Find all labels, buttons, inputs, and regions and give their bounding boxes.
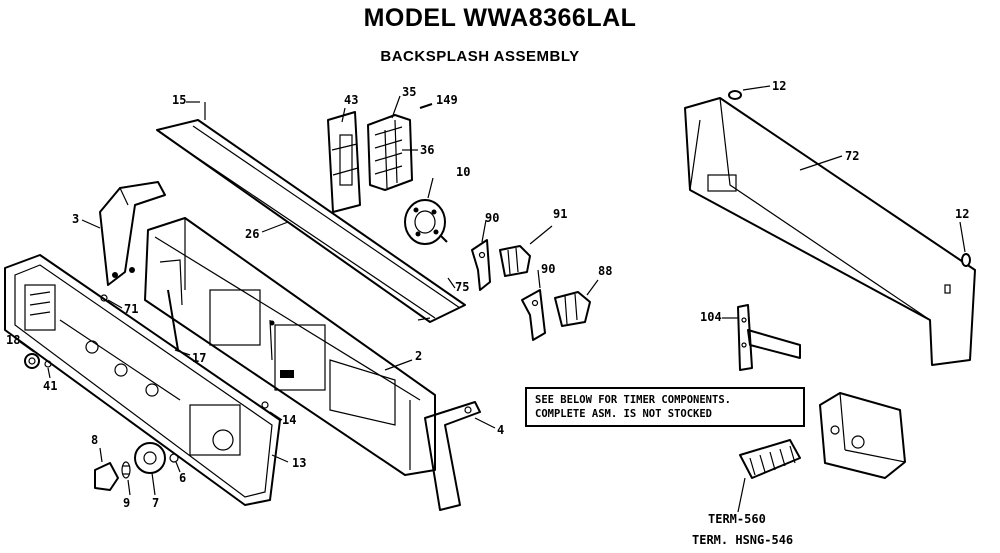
part-screw-149	[419, 103, 433, 109]
callout-9: 9	[123, 496, 131, 510]
callout-14: 14	[282, 413, 297, 427]
part-screw-71	[100, 294, 108, 302]
part-end-cap-3	[99, 181, 166, 286]
part-bracket-90-lower	[521, 289, 546, 341]
part-timer-assembly	[819, 392, 906, 479]
part-bracket-104	[737, 304, 801, 371]
part-clip-6	[169, 453, 179, 463]
part-spring-41	[44, 360, 52, 368]
callout-8: 8	[91, 433, 99, 447]
callout-17: 17	[192, 351, 207, 365]
part-control-housing-2	[144, 217, 436, 476]
callout-13: 13	[292, 456, 307, 470]
callout-72: 72	[845, 149, 860, 163]
callout-43: 43	[344, 93, 359, 107]
callout-7: 7	[152, 496, 160, 510]
callout-88: 88	[598, 264, 613, 278]
callout-104: 104	[700, 310, 722, 324]
part-dial-7	[134, 442, 166, 474]
label-term-housing: TERM. HSNG-546	[692, 533, 794, 547]
part-end-cap-4	[424, 401, 481, 511]
part-knob-8	[94, 462, 119, 491]
leader-lines	[19, 85, 966, 513]
part-switch-block-36	[367, 114, 413, 191]
part-button-18	[24, 353, 40, 369]
callout-12-top: 12	[772, 79, 787, 93]
callout-35: 35	[402, 85, 417, 99]
part-screw-14	[261, 401, 269, 409]
callout-91: 91	[553, 207, 568, 221]
part-bracket-43	[327, 111, 361, 213]
assembly-subtitle: BACKSPLASH ASSEMBLY	[380, 48, 580, 65]
part-terminal-housing	[739, 439, 801, 479]
callout-149: 149	[436, 93, 458, 107]
callout-6: 6	[179, 471, 187, 485]
part-switch-91	[499, 245, 531, 277]
callout-3: 3	[72, 212, 80, 226]
callout-90-upper: 90	[485, 211, 500, 225]
part-spring-9	[121, 461, 131, 479]
callout-12-right: 12	[955, 207, 970, 221]
callout-10: 10	[456, 165, 471, 179]
callout-26: 26	[245, 227, 260, 241]
callout-4: 4	[497, 423, 505, 437]
note-line-1: SEE BELOW FOR TIMER COMPONENTS.	[535, 394, 731, 406]
note-line-2: COMPLETE ASM. IS NOT STOCKED	[535, 408, 713, 420]
callout-36: 36	[420, 143, 435, 157]
callout-18: 18	[6, 333, 21, 347]
callout-75: 75	[455, 280, 470, 294]
part-control-panel-13	[4, 254, 281, 506]
callout-15: 15	[172, 93, 187, 107]
callout-71: 71	[124, 302, 139, 316]
timer-components-note: SEE BELOW FOR TIMER COMPONENTS. COMPLETE…	[525, 387, 805, 427]
callout-41: 41	[43, 379, 58, 393]
label-term-560: TERM-560	[708, 512, 766, 526]
part-switch-88	[554, 291, 591, 327]
part-rear-cover-72	[684, 90, 976, 366]
part-bracket-90-upper	[471, 239, 491, 291]
callout-2: 2	[415, 349, 423, 363]
part-top-trim-strip	[156, 102, 466, 323]
model-title: MODEL WWA8366LAL	[363, 4, 637, 32]
part-rotary-switch-10	[404, 199, 448, 245]
callout-90-lower: 90	[541, 262, 556, 276]
